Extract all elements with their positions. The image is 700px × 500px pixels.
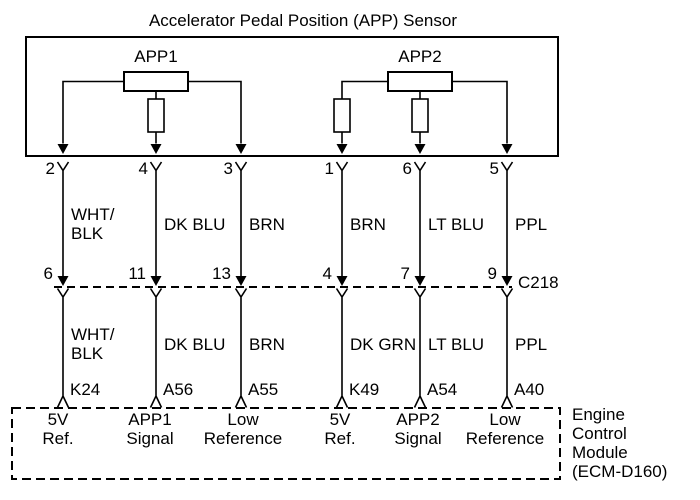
wire-column-2 [149, 161, 163, 408]
sensor-box-outline [25, 36, 559, 157]
upper-wire-color-4: BRN [350, 214, 386, 234]
upper-wire-color-3: BRN [249, 214, 285, 234]
app1-wiper-resistor [147, 98, 165, 133]
upper-wire-color-5: LT BLU [428, 214, 485, 234]
ecm-function-6: Low Reference [465, 410, 545, 448]
lower-wire-color-3: BRN [249, 334, 285, 354]
ecm-pin-1: K24 [70, 380, 101, 399]
app1-leads [62, 80, 242, 144]
ecm-function-3: Low Reference [203, 410, 283, 448]
sensor-pin-5: 6 [402, 159, 412, 178]
app2-leads [341, 80, 508, 144]
sensor-pin-3: 3 [223, 159, 233, 178]
app2-wiper-resistor [411, 98, 429, 133]
app2-potentiometer [333, 71, 508, 144]
ecm-pin-4: K49 [349, 380, 380, 399]
sensor-pin-2: 4 [138, 159, 148, 178]
wire-column-6 [500, 161, 514, 408]
lower-wire-color-2: DK BLU [164, 334, 226, 354]
ecm-pin-6: A40 [514, 380, 545, 399]
connector-pin-1: 6 [43, 264, 53, 283]
ecm-module-label: Engine Control Module (ECM-D160) [572, 405, 668, 481]
sensor-pin-4: 1 [324, 159, 334, 178]
app1-resistor-track [123, 71, 189, 92]
ecm-pin-3: A55 [248, 380, 279, 399]
connector-pin-4: 4 [322, 264, 332, 283]
lower-wire-color-6: PPL [515, 334, 548, 354]
app1-potentiometer [62, 71, 242, 144]
ecm-pin-5: A54 [427, 380, 458, 399]
lower-wire-color-1: WHT/ BLK [71, 325, 115, 363]
sensor-pin-6: 5 [489, 159, 499, 178]
wire-column-1 [56, 161, 70, 408]
ecm-function-1: 5V Ref. [42, 410, 74, 448]
app1-label: APP1 [134, 47, 178, 66]
connector-pin-6: 9 [487, 264, 497, 283]
upper-wire-color-1: WHT/ BLK [71, 205, 115, 243]
diagram-title: Accelerator Pedal Position (APP) Sensor [148, 11, 458, 30]
ecm-function-4: 5V Ref. [324, 410, 356, 448]
connector-pin-5: 7 [400, 264, 410, 283]
ecm-function-2: APP1 Signal [126, 410, 174, 448]
wire-columns [56, 161, 514, 408]
wire-column-5 [413, 161, 427, 408]
connector-c218-label: C218 [518, 273, 559, 292]
sensor-pin-1: 2 [45, 159, 55, 178]
app2-left-resistor [333, 98, 351, 133]
app2-resistor-track [387, 71, 453, 92]
upper-wire-color-2: DK BLU [164, 214, 226, 234]
wire-column-4 [335, 161, 349, 408]
ecm-box-outline [11, 407, 561, 480]
connector-pin-3: 13 [212, 264, 231, 283]
lower-wire-color-5: LT BLU [428, 334, 485, 354]
connector-pin-2: 11 [128, 264, 146, 283]
lower-wire-color-4: DK GRN [350, 334, 417, 354]
upper-wire-color-6: PPL [515, 214, 548, 234]
ecm-function-5: APP2 Signal [394, 410, 442, 448]
ecm-pin-2: A56 [163, 380, 194, 399]
wire-column-3 [234, 161, 248, 408]
app2-label: APP2 [398, 47, 442, 66]
sensor-terminal-arrows [57, 144, 513, 154]
